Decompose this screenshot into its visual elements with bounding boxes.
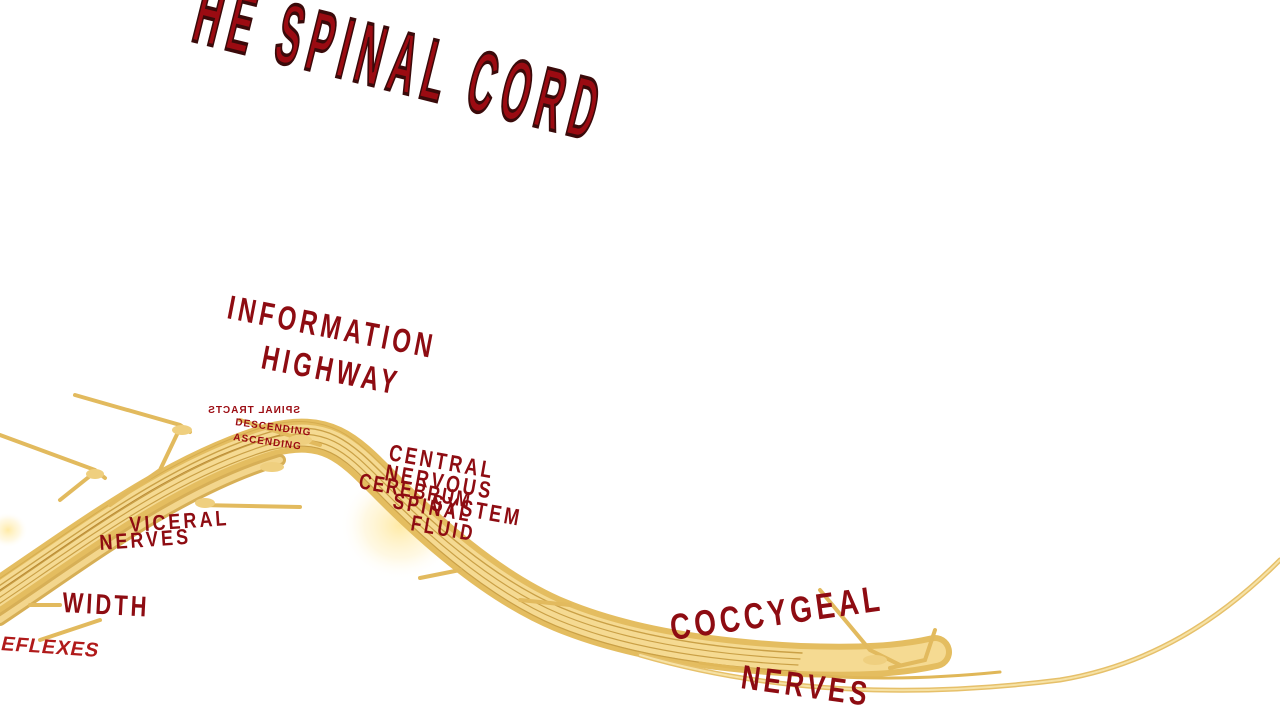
spinal-cord-bundle [0,418,1280,693]
nerve-nodes [86,425,887,665]
width-text: WIDTH [62,587,151,623]
title-text: HE SPINAL CORD [185,0,615,160]
glow-spot [340,470,460,580]
spinal-tracts-text: SPINAL TRACTS [207,405,300,416]
width-label: WIDTH [62,587,151,623]
reflexes-text: EFLEXES [0,633,102,661]
nerves-text: NERVES [99,525,192,555]
information-highway-label: INFORMATION HIGHWAY [224,290,439,403]
central-nervous-system-label: CENTRAL NERVOUS SYSTEM CEREBRUM SPINAL F… [357,440,524,547]
title-label: HE SPINAL CORD [184,0,617,162]
coccygeal-text: COCCYGEAL [667,578,885,648]
glow-spot-left [0,512,28,548]
reflexes-label: EFLEXES [0,633,102,661]
